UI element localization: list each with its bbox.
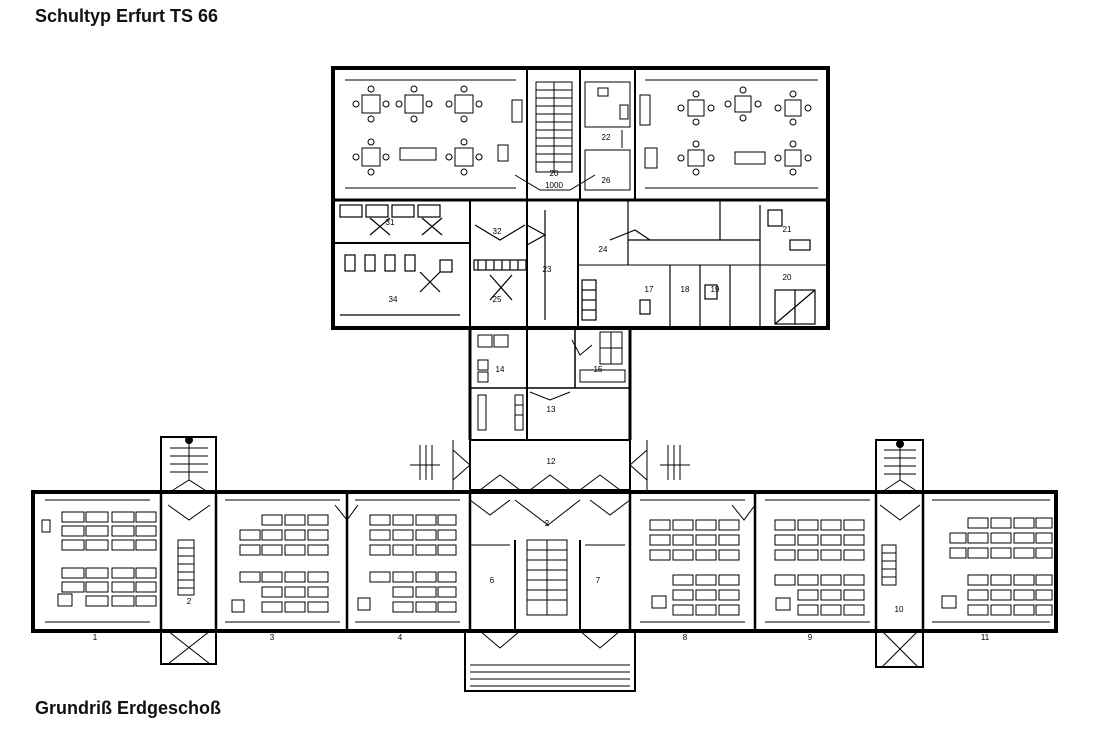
label-class-8: 8 [683, 633, 688, 642]
label-room-31: 31 [386, 218, 395, 227]
upper-right-rooms [577, 200, 828, 328]
label-room-32: 32 [493, 227, 502, 236]
label-room-14: 14 [496, 365, 505, 374]
label-stair-right: 10 [895, 605, 904, 614]
label-cloak-top: 1000 [545, 181, 563, 190]
label-room-15: 15 [594, 365, 603, 374]
label-room-21: 21 [783, 225, 792, 234]
label-stair-top: 20 [550, 169, 559, 178]
stair-tower-right [875, 439, 924, 668]
label-room-19: 19 [711, 285, 720, 294]
label-room-23: 23 [543, 265, 552, 274]
stair-tower-left [160, 436, 217, 665]
upper-block [331, 66, 830, 330]
label-stair-left: 2 [187, 597, 192, 606]
upper-stair [514, 81, 596, 191]
plan-caption: Grundriß Erdgeschoß [35, 698, 222, 718]
label-class-9: 9 [808, 633, 813, 642]
label-class-4: 4 [398, 633, 403, 642]
page-title: Schultyp Erfurt TS 66 [35, 6, 219, 26]
left-lab-tables [352, 85, 523, 176]
label-room-12: 12 [547, 457, 556, 466]
label-room-22: 22 [602, 133, 611, 142]
label-room-26: 26 [602, 176, 611, 185]
label-wing-7: 7 [596, 576, 601, 585]
label-room-13: 13 [547, 405, 556, 414]
center-hall [464, 499, 636, 692]
label-hall: 2 [545, 519, 550, 528]
label-room-34: 34 [389, 295, 398, 304]
label-class-1: 1 [93, 633, 98, 642]
wc-left [333, 200, 471, 328]
label-class-3: 3 [270, 633, 275, 642]
label-room-20: 20 [783, 273, 792, 282]
label-room-17: 17 [645, 285, 654, 294]
label-room-18: 18 [681, 285, 690, 294]
right-lab-tables [639, 86, 812, 176]
upper-middle-rooms [584, 81, 631, 191]
upper-corridor [473, 200, 547, 328]
label-room-25: 25 [493, 295, 502, 304]
classroom-desks [41, 511, 1053, 616]
label-wing-6: 6 [490, 576, 495, 585]
label-room-24: 24 [599, 245, 608, 254]
label-class-11: 11 [981, 633, 990, 642]
